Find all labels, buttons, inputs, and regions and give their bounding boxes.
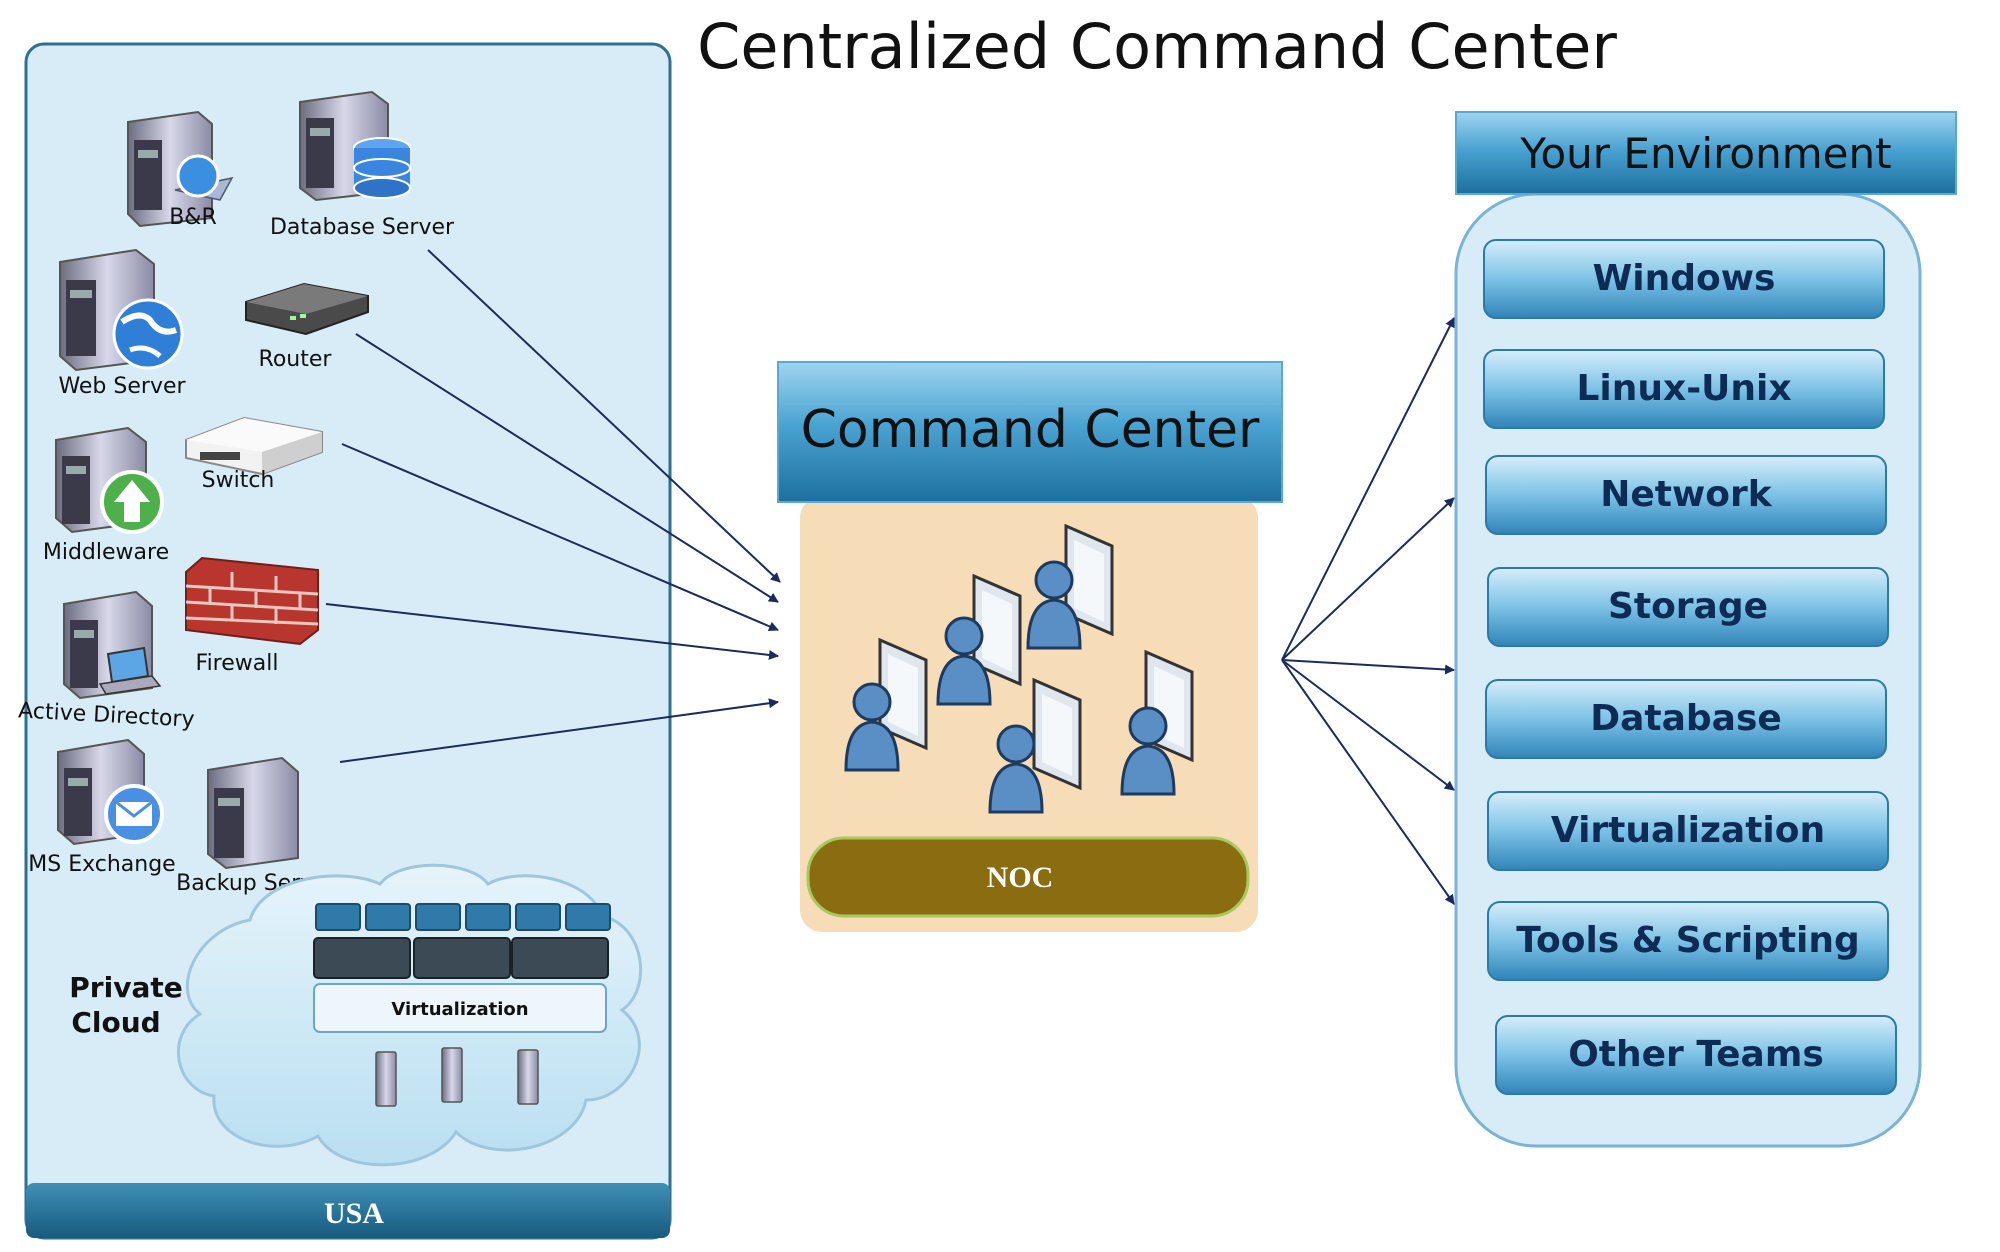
arrow-switch [341, 443, 779, 632]
arrow-backup-server [339, 698, 779, 763]
env-item-linux-unix[interactable]: Linux-Unix [1483, 349, 1885, 429]
noc-label: NOC [987, 861, 1054, 894]
active-directory-server-icon [63, 590, 162, 700]
br-label: B&R [169, 205, 217, 230]
arrow-router [355, 333, 779, 603]
environment-header [1455, 111, 1957, 195]
switch-label: Switch [202, 468, 275, 493]
ms-exchange-label: MS Exchange [28, 852, 175, 877]
web-server-label: Web Server [58, 374, 186, 399]
env-item-network[interactable]: Network [1485, 455, 1887, 535]
firewall-label: Firewall [196, 651, 279, 676]
env-item-label: Storage [1608, 586, 1768, 627]
environment-title: Your Environment [1519, 129, 1891, 178]
command-center-header [777, 361, 1283, 503]
page-title: Centralized Command Center [697, 10, 1617, 83]
private-cloud-label-line2: Cloud [71, 1006, 160, 1039]
env-item-label: Network [1600, 474, 1772, 515]
middleware-label: Middleware [43, 540, 169, 565]
env-item-label: Linux-Unix [1576, 368, 1791, 409]
switch-icon [185, 416, 323, 476]
env-item-tools-scripting[interactable]: Tools & Scripting [1487, 901, 1889, 981]
database-server-icon [299, 90, 411, 202]
outbound-arrows [1281, 317, 1455, 905]
arrow-out-2 [1281, 497, 1455, 661]
operators-at-workstations-icon [844, 523, 1194, 814]
arrow-out-3 [1281, 659, 1455, 675]
backup-server-icon [207, 756, 299, 870]
env-item-database[interactable]: Database [1485, 679, 1887, 759]
database-server-label: Database Server [270, 215, 455, 240]
router-label: Router [259, 347, 333, 372]
noc-bar [806, 836, 1250, 918]
inbound-arrows [325, 249, 781, 763]
env-item-storage[interactable]: Storage [1487, 567, 1889, 647]
command-center-title: Command Center [801, 400, 1260, 460]
arrow-out-5 [1281, 659, 1455, 905]
usa-label: USA [324, 1197, 384, 1230]
environment-items: Windows Linux-Unix Network Storage Datab… [1483, 239, 1897, 1095]
virtualization-bar [313, 983, 607, 1033]
noc-background [800, 496, 1258, 932]
arrow-database-server [427, 249, 781, 583]
private-cloud: Virtualization [176, 863, 643, 1167]
env-item-label: Tools & Scripting [1516, 920, 1860, 961]
middleware-server-icon [55, 426, 164, 534]
arrow-out-1 [1281, 317, 1455, 661]
command-center: Command Center [777, 361, 1283, 932]
usa-footer [26, 1183, 670, 1238]
env-item-label: Other Teams [1568, 1034, 1824, 1075]
firewall-icon [185, 556, 319, 646]
mail-server-icon [57, 738, 164, 846]
arrow-firewall [325, 603, 779, 660]
cloud-virtualization-label: Virtualization [391, 999, 528, 1020]
env-item-virtualization[interactable]: Virtualization [1487, 791, 1889, 871]
server-globe-icon [127, 110, 234, 228]
env-item-other-teams[interactable]: Other Teams [1495, 1015, 1897, 1095]
arrow-out-4 [1281, 659, 1455, 791]
env-item-windows[interactable]: Windows [1483, 239, 1885, 319]
web-server-icon [59, 248, 184, 372]
env-item-label: Windows [1593, 258, 1776, 299]
env-item-label: Virtualization [1551, 810, 1825, 851]
env-item-label: Database [1590, 698, 1782, 739]
router-icon [245, 282, 369, 336]
private-cloud-label-line1: Private [69, 971, 182, 1004]
